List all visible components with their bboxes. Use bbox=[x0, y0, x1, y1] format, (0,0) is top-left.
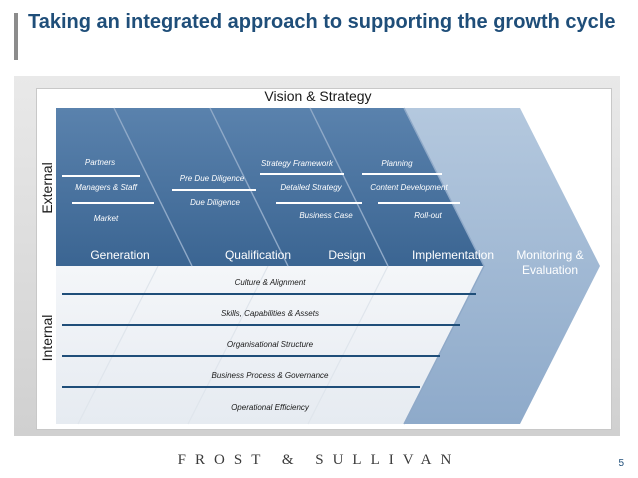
internal-item-process: Business Process & Governance bbox=[212, 371, 329, 380]
title-accent-bar bbox=[14, 13, 18, 60]
item-strategy-framework: Strategy Framework bbox=[261, 159, 334, 168]
internal-band bbox=[56, 266, 484, 424]
chevron-implementation bbox=[310, 108, 484, 266]
item-detailed-strategy: Detailed Strategy bbox=[280, 183, 342, 192]
page-title: Taking an integrated approach to support… bbox=[28, 11, 616, 33]
page-number: 5 bbox=[618, 458, 624, 469]
internal-lines bbox=[62, 293, 476, 388]
stage-implementation-label: Implementation bbox=[412, 248, 494, 262]
internal-item-culture: Culture & Alignment bbox=[235, 278, 307, 287]
stage-design-label: Design bbox=[328, 248, 365, 262]
final-stage-label-line2: Evaluation bbox=[522, 263, 578, 277]
stage-qualification-label: Qualification bbox=[225, 248, 291, 262]
item-due-diligence: Due Diligence bbox=[190, 198, 240, 207]
vision-strategy-label: Vision & Strategy bbox=[264, 88, 371, 104]
chevron-edges bbox=[113, 107, 485, 425]
item-content-development: Content Development bbox=[370, 183, 448, 192]
item-market: Market bbox=[94, 214, 119, 223]
frost-sullivan-logo: FROST & SULLIVAN bbox=[177, 452, 461, 468]
stage-generation-label: Generation bbox=[90, 248, 149, 262]
internal-band-dividers bbox=[77, 265, 389, 425]
internal-item-skills: Skills, Capabilities & Assets bbox=[221, 309, 319, 318]
item-roll-out: Roll-out bbox=[414, 211, 442, 220]
final-stage-label-line1: Monitoring & bbox=[516, 248, 583, 262]
internal-side-label: Internal bbox=[39, 315, 55, 362]
item-pre-due-diligence: Pre Due Diligence bbox=[180, 174, 245, 183]
internal-item-structure: Organisational Structure bbox=[227, 340, 314, 349]
internal-item-efficiency: Operational Efficiency bbox=[231, 403, 310, 412]
item-planning: Planning bbox=[381, 159, 413, 168]
item-partners: Partners bbox=[85, 158, 115, 167]
chevron-generation bbox=[56, 108, 192, 266]
external-side-label: External bbox=[39, 162, 55, 213]
external-separator-lines bbox=[62, 173, 460, 204]
chevron-qualification bbox=[114, 108, 288, 266]
item-managers-staff: Managers & Staff bbox=[75, 183, 138, 192]
item-business-case: Business Case bbox=[299, 211, 353, 220]
chevron-monitoring-evaluation bbox=[404, 108, 600, 424]
chevron-design bbox=[210, 108, 388, 266]
